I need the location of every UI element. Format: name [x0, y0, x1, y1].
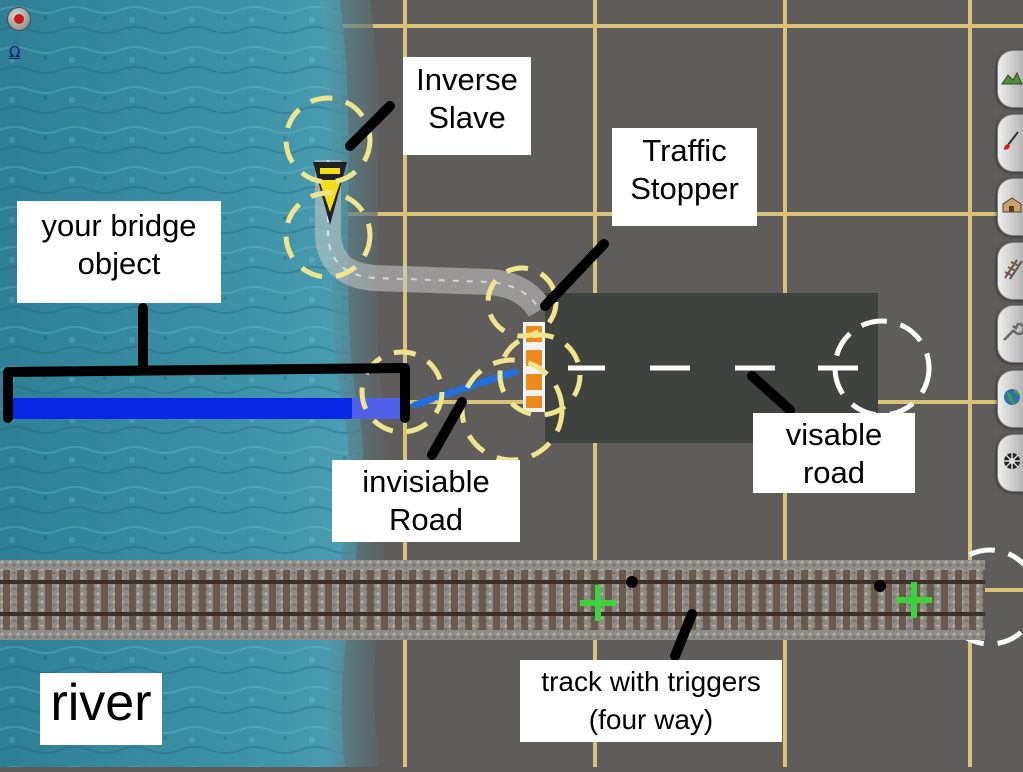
terrain-icon: [1001, 71, 1023, 85]
label-track-triggers: track with triggers (four way): [520, 660, 782, 742]
track-icon: [1004, 259, 1023, 280]
label-inverse-slave: Inverse Slave: [403, 57, 531, 155]
white-selection-circles: [832, 318, 1023, 647]
paint-brush-icon: [1004, 131, 1019, 150]
label-bridge-object: your bridge object: [17, 201, 221, 303]
record-icon: [14, 14, 24, 24]
wrench-icon: [1003, 322, 1023, 341]
label-river: river: [40, 673, 162, 745]
label-invisible-road: invisiable Road: [332, 460, 520, 542]
label-traffic-stopper: Traffic Stopper: [612, 128, 757, 226]
environment-button[interactable]: [997, 370, 1023, 428]
bridge-object: [8, 398, 400, 419]
track-triggers: [580, 582, 932, 621]
annotation-strokes: [3, 101, 795, 661]
settings-button[interactable]: [997, 434, 1023, 492]
label-visible-road: visable road: [753, 413, 915, 493]
gear-icon: [1004, 453, 1020, 469]
omega-button[interactable]: Ω: [9, 43, 21, 61]
globe-icon: [1004, 389, 1020, 405]
track-button[interactable]: [997, 242, 1023, 300]
paint-button[interactable]: [997, 114, 1023, 172]
railway-track: [0, 560, 985, 640]
objects-button[interactable]: [997, 178, 1023, 236]
record-button[interactable]: [7, 7, 31, 31]
building-icon: [1002, 197, 1022, 213]
tools-button[interactable]: [997, 305, 1023, 363]
terrain-button[interactable]: [997, 50, 1023, 108]
